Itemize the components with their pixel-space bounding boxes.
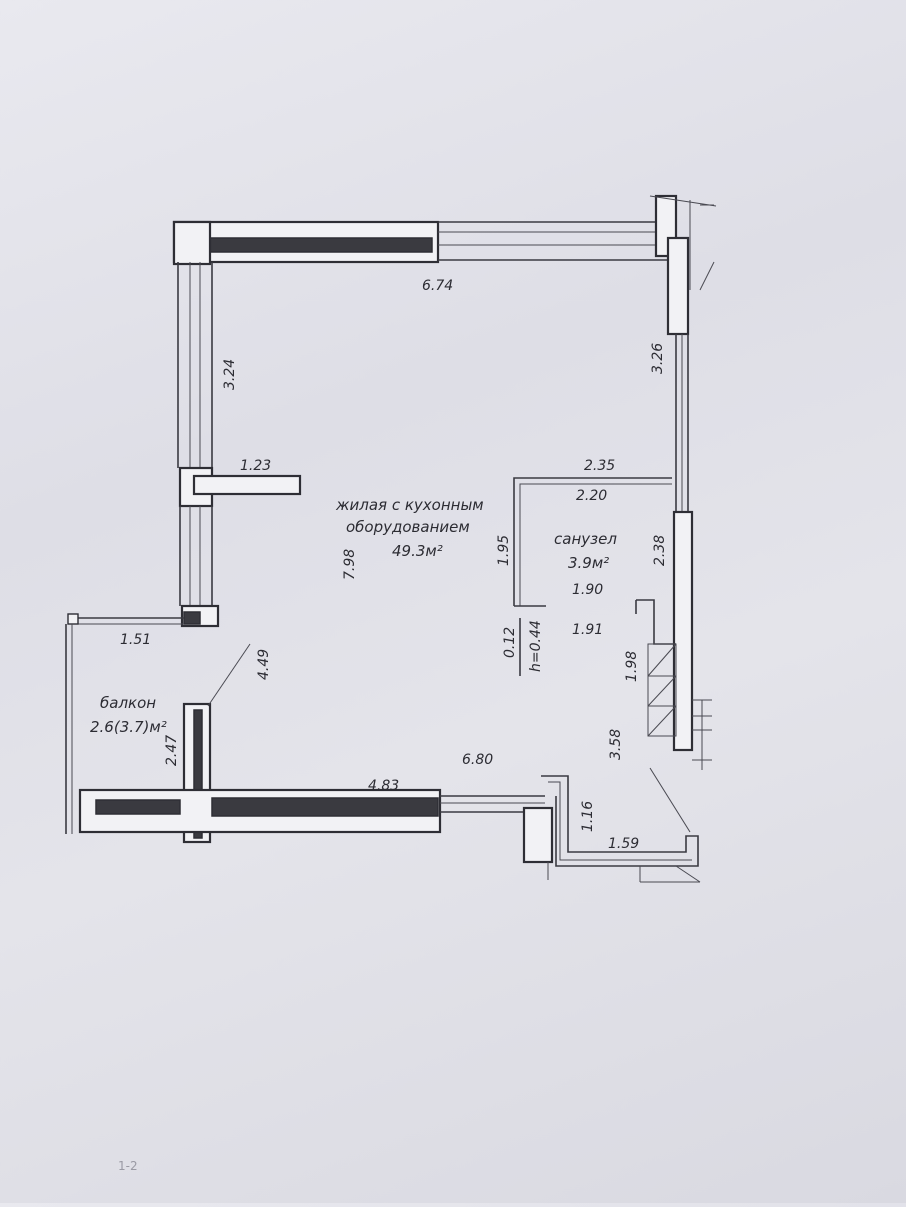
bathroom-name: санузел xyxy=(554,530,617,548)
partition-wall xyxy=(192,474,302,496)
dim-bath-bottom: 1.90 xyxy=(572,582,603,598)
dim-bath-top-inner: 2.20 xyxy=(576,488,607,504)
dim-corner-diag: 3.58 xyxy=(608,729,624,760)
leader-line xyxy=(207,643,251,707)
dim-balcony-left: 2.47 xyxy=(164,735,180,766)
dim-bottom-overall: 6.80 xyxy=(462,752,493,768)
balcony-name: балкон xyxy=(100,694,156,712)
dim-entry-2: 1.59 xyxy=(608,836,639,852)
dim-leader: 4.49 xyxy=(256,649,272,680)
dim-bath-right: 2.38 xyxy=(652,535,668,566)
dim-top-wall: 6.74 xyxy=(422,278,453,294)
living-room-name-1: жилая с кухонным xyxy=(335,496,484,514)
dim-left-upper: 3.24 xyxy=(222,359,238,390)
dim-entry-1: 1.16 xyxy=(580,801,596,832)
dim-ledge-2: h=0.44 xyxy=(528,620,544,672)
top-wall xyxy=(172,220,440,266)
dim-living-height: 7.98 xyxy=(342,549,358,580)
dim-lower-right-2: 1.98 xyxy=(624,651,640,682)
left-wall xyxy=(177,262,220,628)
bathroom-walls xyxy=(513,477,672,676)
dim-bath-top-outer: 2.35 xyxy=(584,458,615,474)
dim-balcony-top: 1.51 xyxy=(120,632,151,648)
balcony-outline xyxy=(65,613,184,834)
bottom-wall xyxy=(78,788,545,834)
top-window xyxy=(438,221,672,261)
living-room-area: 49.3м² xyxy=(392,542,443,560)
dim-right-upper: 3.26 xyxy=(650,343,666,374)
entry-block xyxy=(522,767,701,883)
dim-partition: 1.23 xyxy=(240,458,271,474)
lower-right-shaft xyxy=(635,599,677,737)
dim-bottom-wall: 4.83 xyxy=(368,778,399,794)
dim-ledge-1: 0.12 xyxy=(502,627,518,658)
bathroom-area: 3.9м² xyxy=(568,554,609,572)
dim-bath-left: 1.95 xyxy=(496,535,512,566)
right-wall xyxy=(649,194,717,770)
living-room-name-2: оборудованием xyxy=(346,518,470,536)
dim-lower-right-1: 1.91 xyxy=(572,622,603,638)
footer-mark: 1-2 xyxy=(118,1159,138,1173)
balcony-area: 2.6(3.7)м² xyxy=(90,718,167,736)
